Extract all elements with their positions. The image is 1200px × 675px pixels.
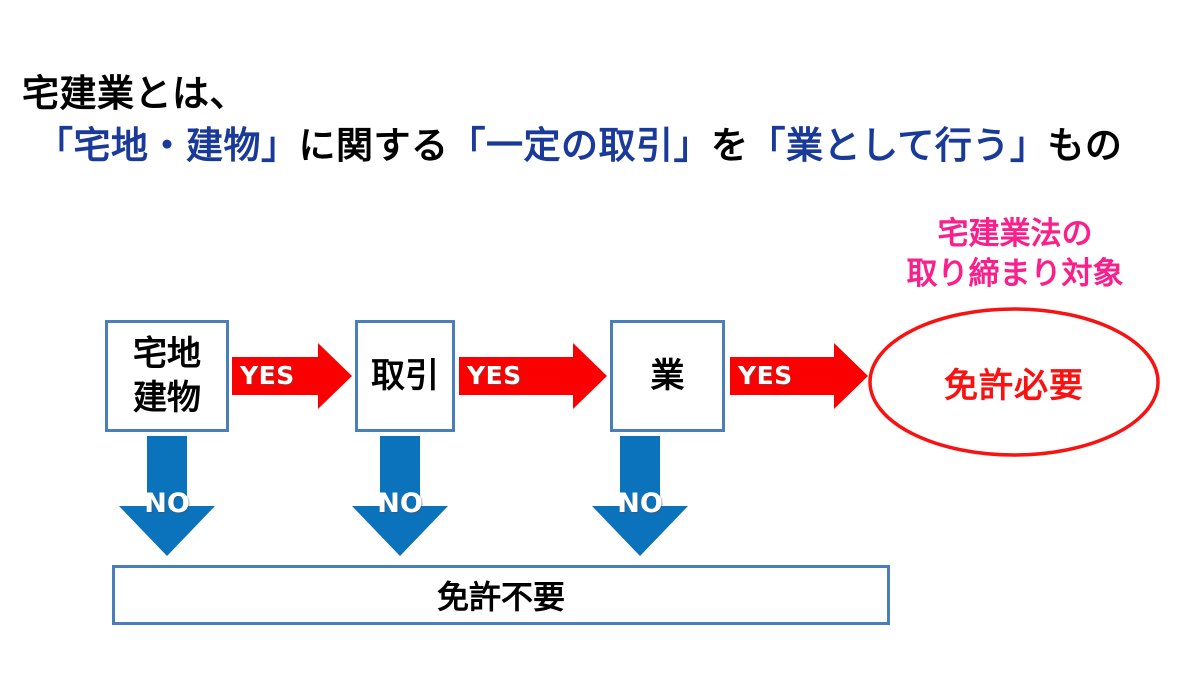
no-arrow-1-icon: NO xyxy=(119,436,215,556)
no-arrow-2-shaft xyxy=(380,436,420,508)
no-arrow-1-shaft xyxy=(147,436,187,508)
decision-box-takuchi-tatemono-label: 宅地 建物 xyxy=(133,334,201,418)
decision-box-torihiki[interactable]: 取引 xyxy=(355,320,455,432)
yes-arrow-2-label: YES xyxy=(467,361,522,390)
result-ellipse-label-wrap: 免許必要 xyxy=(866,306,1162,458)
no-arrow-2-icon: NO xyxy=(352,436,448,556)
no-arrow-3-icon: NO xyxy=(592,436,688,556)
no-arrow-2-head xyxy=(352,506,448,556)
decision-box-takuchi-tatemono[interactable]: 宅地 建物 xyxy=(105,320,229,432)
yes-arrow-1-label: YES xyxy=(240,361,295,390)
title-seg-nikansuru: に関する xyxy=(298,124,449,167)
yes-arrow-3-label: YES xyxy=(738,361,793,390)
decision-box-gyou[interactable]: 業 xyxy=(610,320,725,432)
decision-box-gyou-label: 業 xyxy=(650,356,685,396)
yes-arrow-3-shaft xyxy=(730,357,834,395)
title-seg-gyou-toshite-okonau: 「業として行う」 xyxy=(748,124,1048,167)
callout-takken-gyouhou: 宅建業法の 取り締まり対象 xyxy=(906,216,1124,292)
yes-arrow-1-icon: YES xyxy=(232,343,352,409)
title-seg-wo: を xyxy=(711,124,749,167)
title-seg-takuchi-tatemono: 「宅地・建物」 xyxy=(36,124,299,167)
title-line-2: 「宅地・建物」に関する「一定の取引」を「業として行う」もの xyxy=(22,120,1200,172)
title-seg-mono: もの xyxy=(1047,124,1123,167)
result-box-menkyo-fuyou[interactable]: 免許不要 xyxy=(112,565,890,625)
no-arrow-1-head xyxy=(119,506,215,556)
result-box-menkyo-fuyou-label: 免許不要 xyxy=(436,578,565,616)
decision-box-torihiki-label: 取引 xyxy=(371,356,439,396)
no-arrow-3-head xyxy=(592,506,688,556)
page-title: 宅建業とは、 「宅地・建物」に関する「一定の取引」を「業として行う」もの xyxy=(22,68,1200,172)
no-arrow-3-label: NO xyxy=(617,488,663,519)
yes-arrow-2-icon: YES xyxy=(459,343,607,409)
no-arrow-1-label: NO xyxy=(144,488,190,519)
yes-arrow-3-head xyxy=(834,343,868,409)
title-line-1: 宅建業とは、 xyxy=(22,68,1200,120)
yes-arrow-2-shaft xyxy=(459,357,573,395)
yes-arrow-2-head xyxy=(573,343,607,409)
result-ellipse-menkyo-hitsuyou-label: 免許必要 xyxy=(944,365,1084,406)
yes-arrow-1-shaft xyxy=(232,357,318,395)
no-arrow-3-shaft xyxy=(620,436,660,508)
ellipse-outline-icon xyxy=(868,307,1160,457)
title-line-1-text: 宅建業とは、 xyxy=(22,72,247,115)
yes-arrow-3-icon: YES xyxy=(730,343,868,409)
no-arrow-2-label: NO xyxy=(377,488,423,519)
result-ellipse-menkyo-hitsuyou[interactable]: 免許必要 xyxy=(866,306,1162,458)
yes-arrow-1-head xyxy=(318,343,352,409)
title-seg-ittei-no-torihiki: 「一定の取引」 xyxy=(448,124,711,167)
